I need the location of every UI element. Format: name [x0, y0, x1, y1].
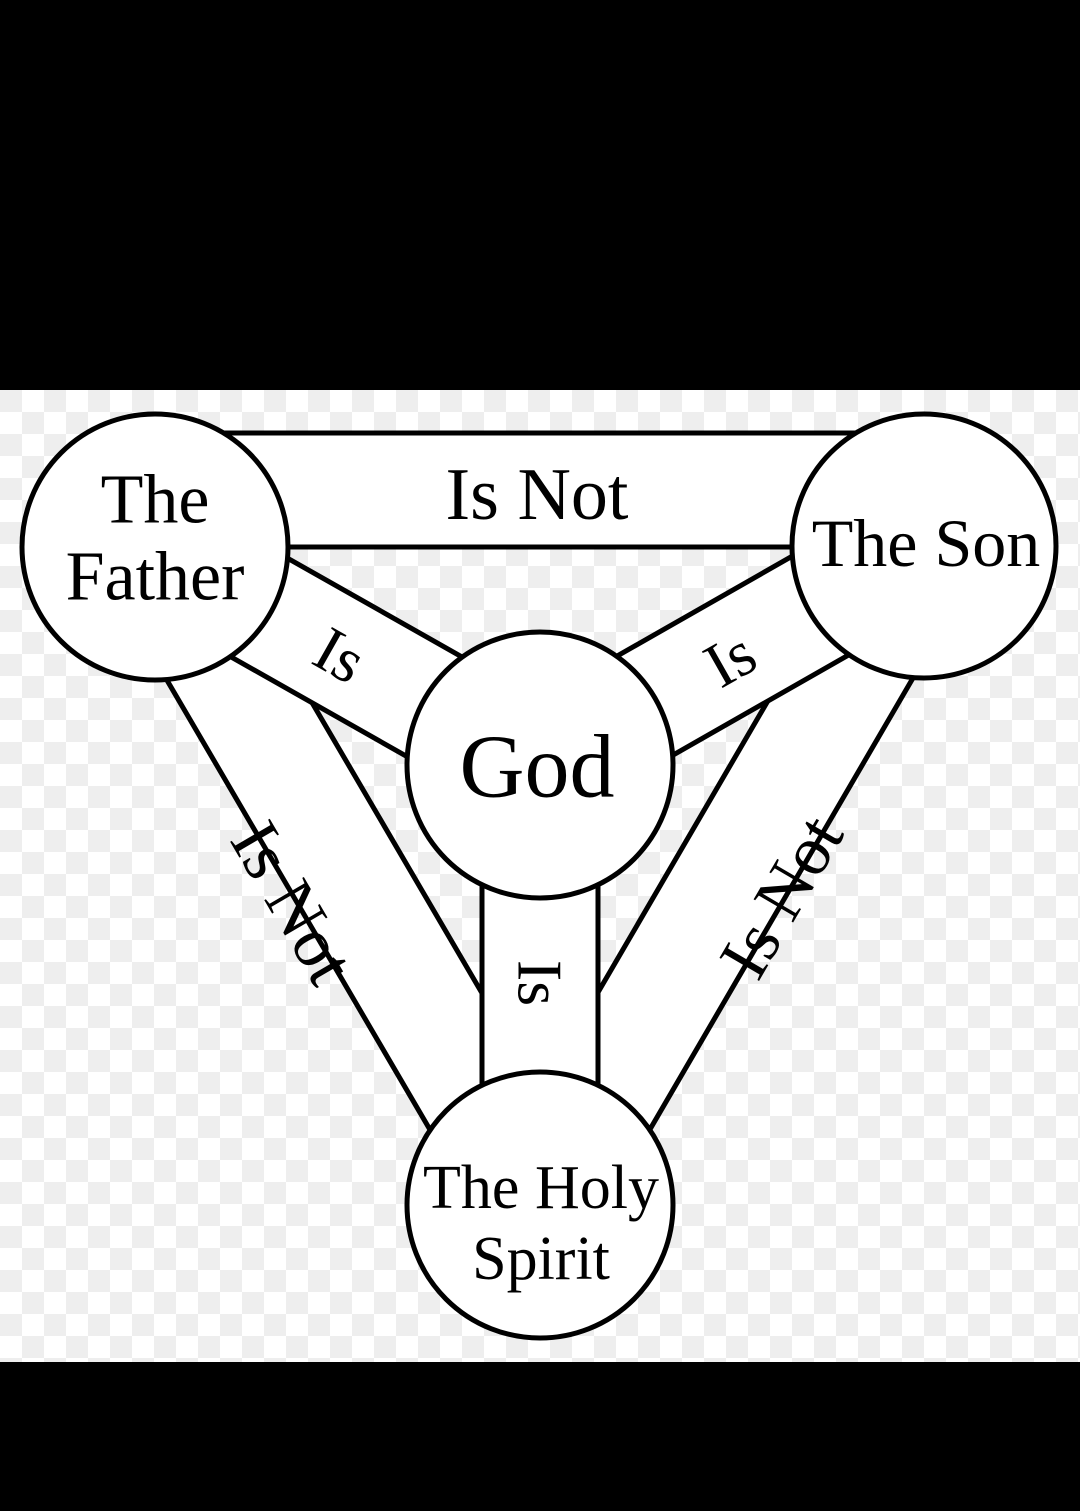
node-son — [789, 411, 1059, 681]
god-label: God — [460, 718, 615, 817]
edge-label-spirit-god: Is — [505, 960, 576, 1006]
top-black-bar — [0, 0, 1080, 390]
father-label-line2: Father — [66, 539, 245, 616]
node-father — [19, 411, 291, 683]
edge-label-father-son: Is Not — [446, 454, 629, 536]
bottom-black-bar — [0, 1362, 1080, 1511]
spirit-label-line2: Spirit — [472, 1225, 610, 1293]
spirit-label-line1: The Holy — [423, 1154, 659, 1222]
node-god — [404, 629, 676, 901]
son-label: The Son — [812, 505, 1041, 581]
father-label-line1: The — [101, 462, 210, 539]
node-spirit — [404, 1069, 676, 1341]
